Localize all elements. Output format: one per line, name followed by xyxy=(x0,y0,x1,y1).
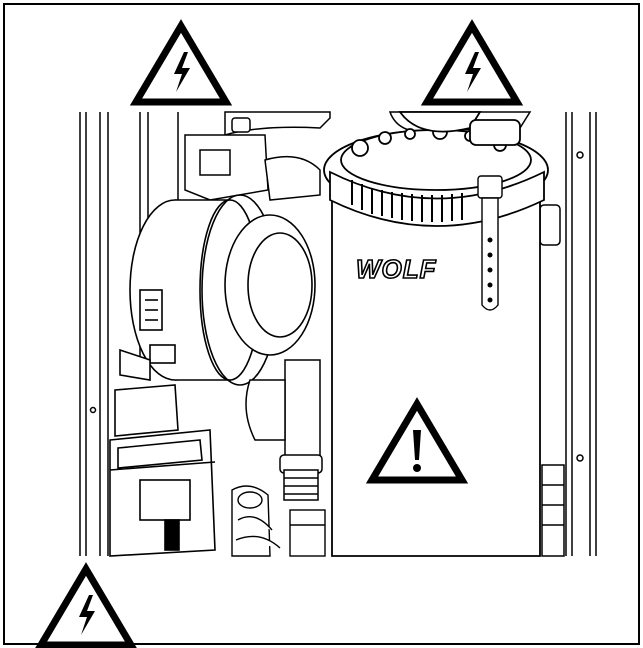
wiring-cluster xyxy=(231,485,326,557)
general-caution-icon xyxy=(365,397,469,484)
right-cabinet-wall xyxy=(539,112,597,557)
electrical-hazard-icon xyxy=(129,19,233,106)
electrical-hazard-icon xyxy=(35,562,137,648)
control-box xyxy=(109,384,216,557)
brand-logo-text: WOLF xyxy=(356,254,437,284)
heat-exchanger-ribs xyxy=(351,180,463,222)
fan-housing xyxy=(119,194,316,386)
electrical-hazard-icon xyxy=(420,19,524,106)
central-pipe xyxy=(245,359,323,501)
heat-exchanger xyxy=(323,111,549,557)
mounting-strap xyxy=(477,175,503,311)
brand-logo: WOLF xyxy=(355,253,437,285)
